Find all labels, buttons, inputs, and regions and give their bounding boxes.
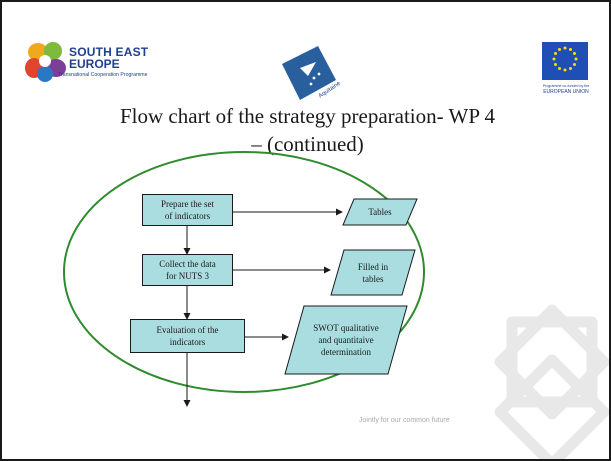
- slide-tagline: Jointly for our common future: [359, 417, 450, 424]
- logo-name-line2: EUROPE: [69, 57, 120, 71]
- slide-title-line2: – (continued): [251, 132, 364, 156]
- scope-ellipse: [63, 151, 425, 393]
- flow-step-collect-data: Collect the data for NUTS 3: [142, 254, 233, 286]
- flow-output-tables: Tables: [342, 198, 418, 226]
- aquitaine-badge-icon: Aquitaine: [282, 46, 342, 100]
- decorative-star-watermark-icon: [494, 304, 609, 459]
- flow-step-prepare-indicators: Prepare the set of indicators: [142, 194, 233, 226]
- flow-output-swot-label: SWOT qualitative and quantitaive determi…: [313, 323, 379, 357]
- logo-name-line1: SOUTH EAST: [69, 45, 149, 59]
- south-east-europe-logo-icon: [25, 42, 66, 82]
- flow-step-evaluation: Evaluation of the indicators: [130, 319, 245, 353]
- logo-subtitle: Transnational Cooperation Programme: [58, 72, 148, 78]
- flow-output-filled-tables: Filled in tables: [330, 249, 416, 296]
- eu-flag-icon: [542, 42, 588, 80]
- eu-caption-small: Programme co-funded by the: [542, 84, 590, 88]
- eu-caption-large: EUROPEAN UNION: [543, 89, 589, 95]
- flow-output-swot: SWOT qualitative and quantitaive determi…: [284, 305, 408, 375]
- flow-output-filled-tables-label: Filled in tables: [357, 261, 389, 284]
- flow-output-tables-label: Tables: [368, 207, 392, 217]
- slide-title-line1: Flow chart of the strategy preparation- …: [120, 104, 495, 128]
